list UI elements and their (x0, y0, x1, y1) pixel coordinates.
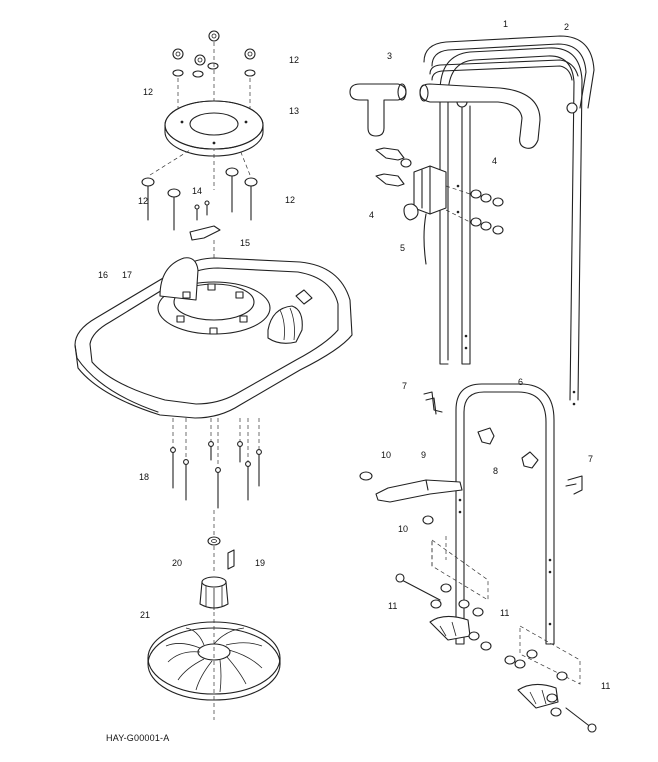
part-label-11: 11 (388, 601, 398, 611)
part-label-12: 12 (289, 55, 300, 65)
lever-and-washers (359, 471, 463, 560)
part-label-2: 2 (564, 22, 570, 32)
part-label-8: 8 (493, 466, 499, 476)
part-label-9: 9 (421, 450, 427, 460)
part-label-10: 10 (381, 450, 392, 460)
part-label-4: 4 (492, 156, 498, 166)
part-label-12: 12 (285, 195, 296, 205)
top-nuts (172, 30, 256, 190)
deck-bolts (170, 418, 262, 536)
part-label-1: 1 (503, 19, 509, 29)
upper-handle (423, 35, 595, 406)
part-label-7: 7 (402, 381, 408, 391)
handle-grips (349, 83, 541, 149)
part-label-15: 15 (240, 238, 251, 248)
part-label-21: 21 (140, 610, 151, 620)
lower-right-bracket (504, 625, 597, 733)
hub-assembly (199, 536, 235, 610)
part-label-16: 16 (98, 270, 109, 280)
lower-handle (455, 383, 555, 645)
part-label-14: 14 (192, 186, 203, 196)
ring-plate (164, 100, 264, 157)
lower-left-bracket (395, 539, 492, 651)
part-label-19: 19 (255, 558, 266, 568)
part-label-6: 6 (518, 377, 524, 387)
fan-impeller (147, 612, 281, 720)
part-label-10: 10 (398, 524, 409, 534)
diagram-reference-code: HAY-G00001-A (106, 733, 170, 743)
clips-and-knobs (423, 391, 583, 495)
part-label-13: 13 (289, 106, 300, 116)
part-label-11: 11 (601, 681, 611, 691)
part-label-17: 17 (122, 270, 133, 280)
part-label-12: 12 (138, 196, 149, 206)
part-label-20: 20 (172, 558, 183, 568)
deck-housing (74, 257, 353, 419)
part-label-7: 7 (588, 454, 594, 464)
spacers-and-screws (141, 149, 258, 231)
part-label-5: 5 (400, 243, 406, 253)
switch-box (375, 147, 504, 265)
part-label-18: 18 (139, 472, 150, 482)
part-label-12: 12 (143, 87, 154, 97)
part-label-11: 11 (500, 608, 510, 618)
part-label-3: 3 (387, 51, 393, 61)
part-label-4: 4 (369, 210, 375, 220)
